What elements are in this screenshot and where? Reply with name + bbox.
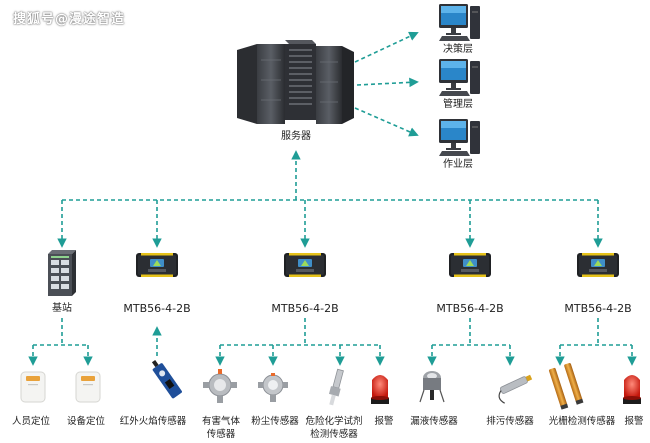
network-switch-icon [48,250,76,296]
data-logger-icon [449,253,491,277]
device-1: 人员定位 [12,371,51,427]
device-label: 漏液传感器 [410,415,458,427]
link-basestation-tags [33,318,88,346]
base-station: 基站 [48,250,76,314]
server-label: 服务器 [281,129,311,142]
device-10: 光栅检测传感器 [548,362,616,427]
link-server-operation [354,107,419,137]
device-label: 报警 [624,415,644,427]
data-logger-label: MTB56-4-2B [271,302,338,315]
client-label: 管理层 [443,97,473,110]
tag-icon [20,371,46,403]
link-server-decision [354,31,419,63]
link-logger-3-bus [432,318,510,346]
device-8: 漏液传感器 [410,371,458,427]
probe-sensor-icon [328,368,344,406]
data-logger-label: MTB56-4-2B [436,302,503,315]
alarm-light-icon [371,375,389,404]
data-logger-icon [284,253,326,277]
device-label: 危险化学试剂 [305,415,362,427]
dust-sensor-icon [258,373,288,402]
data-logger-2: MTB56-4-2B [271,253,339,315]
device-label: 光栅检测传感器 [549,415,616,427]
data-logger-icon [577,253,619,277]
device-label: 粉尘传感器 [251,415,299,427]
device-label: 有害气体 [202,415,241,427]
device-label: 检测传感器 [310,428,358,440]
link-logger-2-bus [220,318,380,346]
connector-lines [28,31,637,366]
desktop-computer-icon [439,119,480,156]
data-logger-label: MTB56-4-2B [564,302,631,315]
server-rack-icon [237,40,354,124]
client-computer-2: 管理层 [439,59,480,110]
light-curtain-icon [548,362,584,410]
link-server-management [356,77,419,88]
alarm-light-icon [623,375,641,404]
client-computer-3: 作业层 [439,119,480,170]
data-logger-icon [136,253,178,277]
data-logger-3: MTB56-4-2B [436,253,504,315]
data-logger-label: MTB56-4-2B [123,302,190,315]
device-2: 设备定位 [67,371,106,427]
device-3: 红外火焰传感器 [120,359,187,427]
client-computer-1: 决策层 [439,4,480,55]
watermark: 搜狐号@漫途智造 [13,12,126,27]
base-station-label: 基站 [52,301,72,314]
desktop-computer-icon [439,59,480,96]
device-9: 排污传感器 [486,374,534,427]
device-label: 设备定位 [67,415,106,427]
leak-sensor-icon [419,371,445,403]
device-label: 红外火焰传感器 [120,415,187,427]
tag-icon [75,371,101,403]
client-label: 决策层 [443,42,473,55]
link-logger-4-bus [560,318,632,346]
device-label: 人员定位 [12,415,51,427]
desktop-computer-icon [439,4,480,41]
flame-sensor-icon [151,359,182,399]
gas-detector-icon [203,369,237,403]
device-label: 报警 [374,415,394,427]
client-label: 作业层 [443,158,473,170]
device-label: 传感器 [207,428,236,440]
device-11: 报警 [623,375,644,427]
device-7: 报警 [371,375,394,427]
data-logger-1: MTB56-4-2B [123,253,191,315]
data-logger-4: MTB56-4-2B [564,253,632,315]
device-label: 排污传感器 [486,415,534,427]
device-5: 粉尘传感器 [251,373,299,427]
cylinder-sensor-icon [498,374,533,404]
